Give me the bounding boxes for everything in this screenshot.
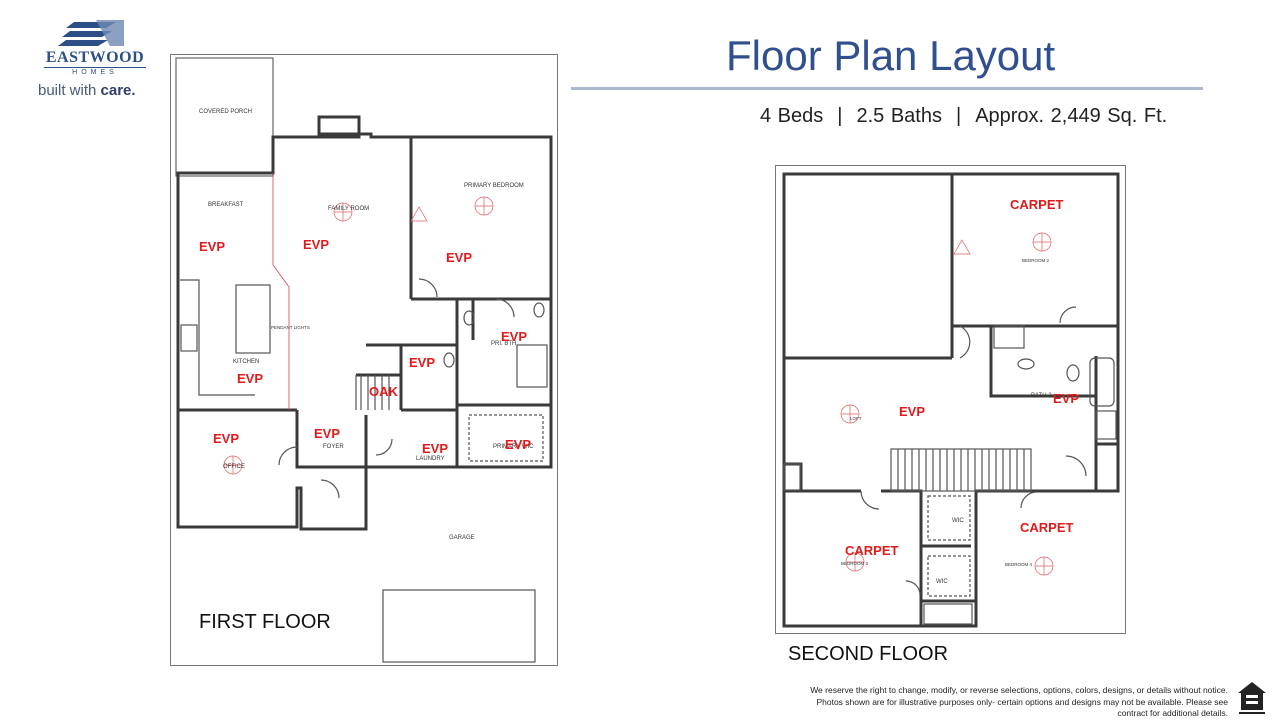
room-label-family-room: FAMILY ROOM bbox=[328, 206, 369, 212]
material-loft: EVP bbox=[899, 404, 925, 419]
room-label-bedroom-2: BEDROOM 2 bbox=[1022, 258, 1050, 263]
tagline-prefix: built with bbox=[38, 82, 101, 99]
material-foyer: EVP bbox=[314, 426, 340, 441]
room-label-loft: LOFT bbox=[850, 416, 862, 421]
material-breakfast: EVP bbox=[199, 239, 225, 254]
material-bedroom-3: CARPET bbox=[845, 543, 899, 558]
room-label-covered-porch: COVERED PORCH bbox=[199, 109, 252, 115]
eastwood-logo-icon bbox=[58, 20, 124, 46]
first-floor-plan: COVERED PORCH BREAKFAST FAMILY ROOM PRIM… bbox=[170, 54, 558, 666]
title-divider bbox=[571, 87, 1203, 90]
room-label-breakfast: BREAKFAST bbox=[208, 202, 244, 208]
tagline-emphasis: care. bbox=[100, 82, 136, 99]
disclaimer: We reserve the right to change, modify, … bbox=[768, 685, 1228, 720]
brand-sub: HOMES bbox=[44, 67, 146, 76]
room-label-primary-bedroom: PRIMARY BEDROOM bbox=[464, 183, 524, 189]
material-primary-bath: EVP bbox=[501, 329, 527, 344]
second-floor-plan: BEDROOM 2 LOFT BATH 2 WIC WIC BEDROOM 3 … bbox=[775, 165, 1126, 634]
disclaimer-line: contract for additional details. bbox=[1117, 708, 1228, 718]
second-floor-label: SECOND FLOOR bbox=[788, 643, 949, 665]
square-footage: Approx. 2,449 Sq. Ft. bbox=[975, 105, 1168, 127]
room-label-laundry: LAUNDRY bbox=[416, 456, 445, 462]
page-title: Floor Plan Layout bbox=[726, 32, 1056, 79]
beds-count: 4 Beds bbox=[760, 105, 824, 127]
room-label-office: OFFICE bbox=[223, 464, 245, 470]
material-kitchen: EVP bbox=[237, 371, 263, 386]
second-floor-drawing: BEDROOM 2 LOFT BATH 2 WIC WIC BEDROOM 3 … bbox=[782, 172, 1120, 628]
material-office: EVP bbox=[213, 431, 239, 446]
spec-separator: | bbox=[837, 105, 843, 127]
room-label-foyer: FOYER bbox=[323, 444, 344, 450]
spec-separator: | bbox=[955, 105, 962, 127]
material-stair: OAK bbox=[369, 384, 399, 399]
brand-tagline: built with care. bbox=[38, 82, 136, 99]
material-powder-room: EVP bbox=[409, 355, 435, 370]
disclaimer-line: We reserve the right to change, modify, … bbox=[810, 685, 1228, 695]
material-family-room: EVP bbox=[303, 237, 329, 252]
brand-name: EASTWOOD bbox=[45, 49, 145, 66]
material-primary-wic: EVP bbox=[505, 437, 531, 452]
room-label-primary-bath: PRI. BTH bbox=[491, 341, 516, 347]
brand-logo: EASTWOOD HOMES built with care. bbox=[38, 18, 158, 108]
room-label-primary-wic: PRIMARY WIC bbox=[493, 444, 534, 450]
room-label-pendant-lights: PENDANT LIGHTS bbox=[271, 325, 310, 330]
material-bedroom-2: CARPET bbox=[1010, 197, 1064, 212]
room-label-wic-1: WIC bbox=[952, 518, 964, 524]
baths-count: 2.5 Baths bbox=[856, 105, 942, 127]
plan-specs: 4 Beds | 2.5 Baths | Approx. 2,449 Sq. Ft. bbox=[760, 105, 1167, 128]
disclaimer-line: Photos shown are for illustrative purpos… bbox=[816, 696, 1228, 707]
material-laundry: EVP bbox=[422, 441, 448, 456]
material-primary-bedroom: EVP bbox=[446, 250, 472, 265]
equal-housing-opportunity-icon bbox=[1238, 682, 1266, 714]
room-label-kitchen: KITCHEN bbox=[233, 359, 259, 365]
room-label-bath-2: BATH 2 bbox=[1031, 393, 1052, 399]
material-bath-2: EVP bbox=[1053, 391, 1079, 406]
material-bedroom-4: CARPET bbox=[1020, 520, 1074, 535]
room-label-garage: GARAGE bbox=[449, 535, 475, 541]
first-floor-label: FIRST FLOOR bbox=[199, 611, 331, 633]
room-label-bedroom-4: BEDROOM 4 bbox=[1005, 562, 1033, 567]
room-label-wic-2: WIC bbox=[936, 579, 948, 585]
first-floor-drawing: COVERED PORCH BREAKFAST FAMILY ROOM PRIM… bbox=[175, 57, 553, 663]
room-label-bedroom-3: BEDROOM 3 bbox=[841, 561, 869, 566]
